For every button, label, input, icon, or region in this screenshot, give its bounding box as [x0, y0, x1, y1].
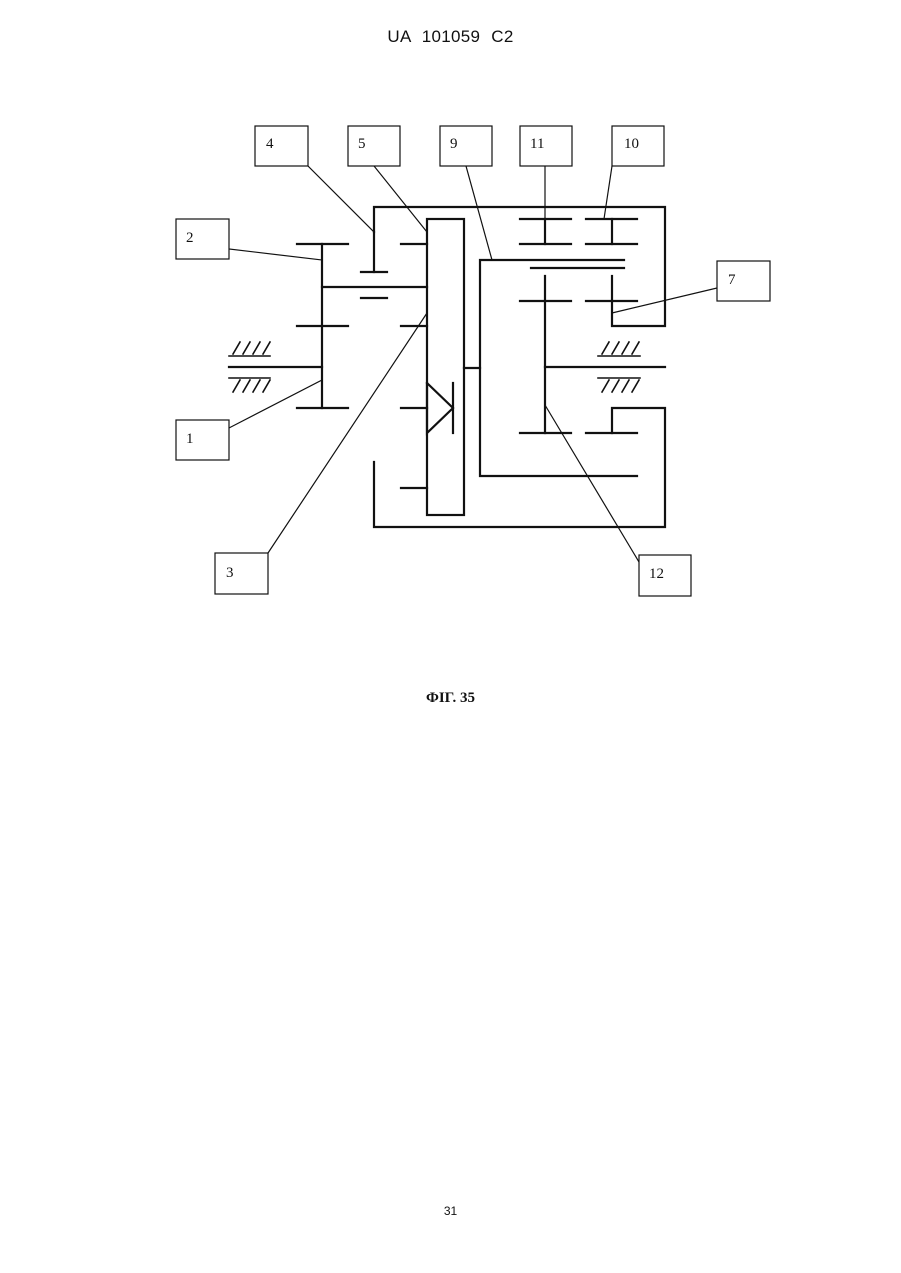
label-2: 2 — [186, 230, 194, 246]
label-boxes — [176, 126, 770, 596]
label-11: 11 — [530, 136, 544, 152]
label-3: 3 — [226, 565, 234, 581]
figure-caption: ФІГ. 35 — [0, 690, 901, 707]
label-12: 12 — [649, 566, 664, 582]
leader-lines — [229, 166, 717, 562]
label-1: 1 — [186, 431, 194, 447]
label-7: 7 — [728, 272, 736, 288]
label-10: 10 — [624, 136, 639, 152]
central-carrier — [401, 219, 480, 515]
label-5: 5 — [358, 136, 366, 152]
label-4: 4 — [266, 136, 274, 152]
label-9: 9 — [450, 136, 458, 152]
page-number: 31 — [0, 1204, 901, 1218]
